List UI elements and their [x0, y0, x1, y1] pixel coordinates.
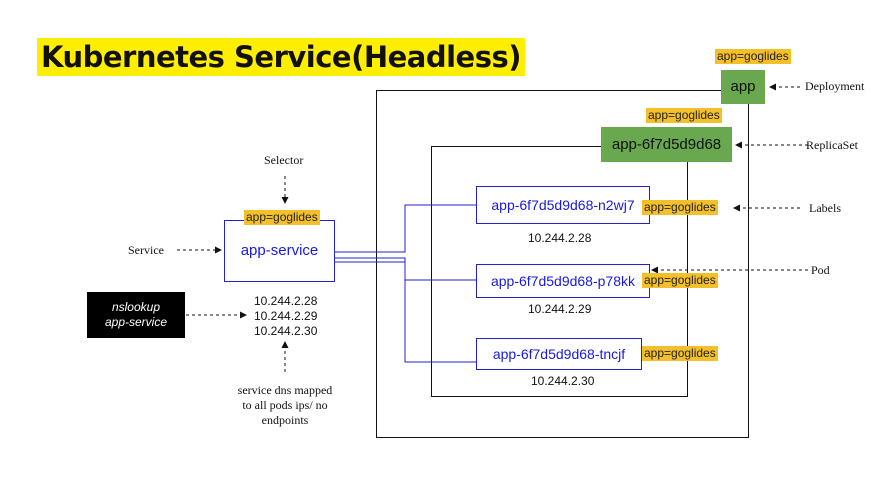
- pod-ip: 10.244.2.28: [528, 231, 592, 245]
- pod-box: app-6f7d5d9d68-tncjf: [476, 338, 642, 370]
- service-ip: 10.244.2.28: [254, 294, 318, 308]
- pod-label-tag: app=goglides: [642, 200, 718, 215]
- page-title: Kubernetes Service(Headless): [37, 38, 526, 76]
- pod-box: app-6f7d5d9d68-p78kk: [476, 264, 650, 298]
- service-label-tag: app=goglides: [244, 210, 320, 225]
- pod-ip: 10.244.2.30: [531, 374, 595, 388]
- labels-side-label: Labels: [809, 201, 841, 215]
- deployment-frame: [376, 90, 749, 438]
- pod-side-label: Pod: [811, 263, 830, 277]
- pod-box: app-6f7d5d9d68-n2wj7: [476, 186, 650, 224]
- service-to-pod-lines: [335, 204, 476, 363]
- service-ip: 10.244.2.30: [254, 324, 318, 338]
- service-dns-note: service dns mapped to all pods ips/ no e…: [222, 383, 348, 428]
- deployment-side-label: Deployment: [805, 79, 865, 93]
- replicaset-frame: [431, 146, 688, 397]
- deployment-label-tag: app=goglides: [715, 49, 791, 64]
- note-line: endpoints: [261, 413, 309, 427]
- selector-label: Selector: [264, 153, 304, 167]
- nslookup-line: app-service: [104, 315, 168, 329]
- pod-label-tag: app=goglides: [642, 346, 718, 361]
- nslookup-box: nslookup app-service: [87, 292, 185, 338]
- note-line: to all pods ips/ no: [242, 398, 328, 412]
- service-ip: 10.244.2.29: [254, 309, 318, 323]
- service-box: app-service: [224, 220, 335, 282]
- replicaset-side-label: ReplicaSet: [806, 138, 858, 152]
- replicaset-box: app-6f7d5d9d68: [601, 127, 732, 162]
- pod-ip: 10.244.2.29: [528, 302, 592, 316]
- pod-label-tag: app=goglides: [642, 273, 718, 288]
- deployment-box: app: [721, 70, 765, 104]
- nslookup-line: nslookup: [111, 300, 161, 314]
- note-line: service dns mapped: [237, 383, 333, 397]
- replicaset-label-tag: app=goglides: [646, 108, 722, 123]
- service-side-label: Service: [128, 243, 164, 257]
